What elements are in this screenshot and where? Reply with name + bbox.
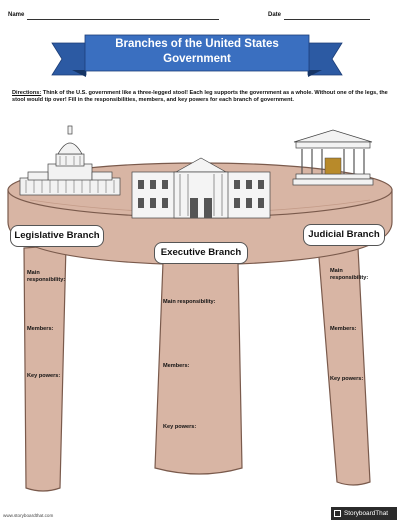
brand-text: StoryboardThat xyxy=(344,510,389,517)
executive-branch-label: Executive Branch xyxy=(154,242,248,264)
title-banner xyxy=(51,34,343,77)
legislative-powers-field[interactable]: Key powers: xyxy=(27,373,61,379)
stool-leg-judicial xyxy=(317,244,371,486)
directions-label: Directions: xyxy=(12,90,42,96)
directions: Directions: Think of the U.S. government… xyxy=(12,90,388,104)
storyboard-logo-icon xyxy=(334,510,341,517)
date-line[interactable] xyxy=(284,19,370,20)
executive-members-field[interactable]: Members: xyxy=(163,363,190,369)
executive-responsibility-field[interactable]: Main responsibility: xyxy=(163,299,216,305)
judicial-powers-field[interactable]: Key powers: xyxy=(330,376,364,382)
legislative-branch-label: Legislative Branch xyxy=(10,225,104,247)
directions-text: Think of the U.S. government like a thre… xyxy=(12,90,388,104)
supreme-court-icon xyxy=(292,129,374,186)
worksheet-title: Branches of the United States Government xyxy=(115,38,279,65)
legislative-responsibility-field[interactable]: Main responsibility: xyxy=(27,270,66,283)
stool-leg-executive xyxy=(154,261,243,475)
judicial-members-field[interactable]: Members: xyxy=(330,326,357,332)
white-house-icon xyxy=(131,157,271,219)
name-line[interactable] xyxy=(27,19,219,20)
stool-leg-legislative xyxy=(23,244,67,492)
footer-url: www.storyboardthat.com xyxy=(3,513,54,518)
judicial-responsibility-field[interactable]: Main responsibility: xyxy=(330,268,369,281)
date-label: Date xyxy=(268,12,282,18)
name-label: Name xyxy=(8,12,25,18)
legislative-members-field[interactable]: Members: xyxy=(27,326,54,332)
storyboardthat-logo: StoryboardThat xyxy=(331,507,397,520)
judicial-branch-label: Judicial Branch xyxy=(303,224,385,246)
capitol-building-icon xyxy=(19,125,121,196)
executive-powers-field[interactable]: Key powers: xyxy=(163,424,197,430)
